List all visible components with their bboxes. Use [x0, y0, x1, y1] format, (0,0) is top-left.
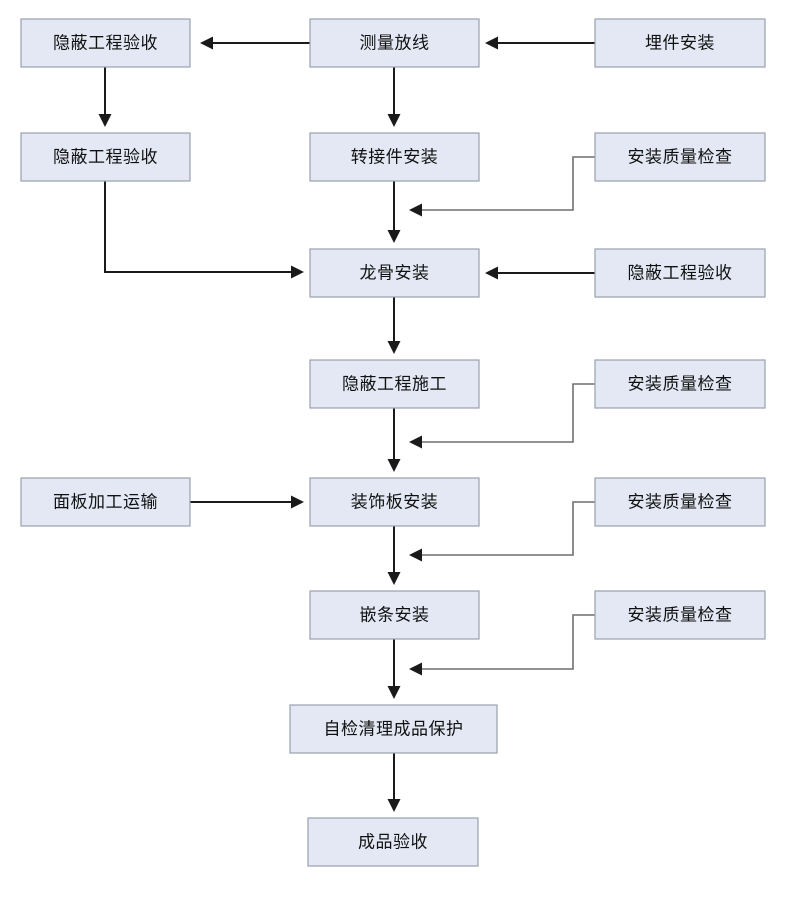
arrow-head-icon: [387, 799, 401, 812]
flow-node-box[interactable]: [594, 132, 766, 182]
flow-node[interactable]: 隐蔽工程验收: [20, 132, 191, 182]
arrow-head-icon: [485, 36, 498, 50]
arrow-head-icon: [387, 459, 401, 472]
flow-node-label: 测量放线: [360, 33, 430, 52]
flow-node-box[interactable]: [309, 18, 480, 68]
flow-edge[interactable]: [200, 36, 310, 50]
flow-edge[interactable]: [190, 495, 304, 509]
flow-edge[interactable]: [485, 36, 595, 50]
flow-edge[interactable]: [409, 501, 595, 562]
flow-node-box[interactable]: [594, 590, 766, 640]
flow-node-box[interactable]: [594, 18, 766, 68]
flow-node[interactable]: 测量放线: [309, 18, 480, 68]
arrow-head-icon: [387, 341, 401, 354]
flow-node[interactable]: 装饰板安装: [309, 477, 480, 527]
arrow-head-icon: [485, 266, 498, 280]
arrow-head-icon: [291, 265, 304, 279]
flow-node[interactable]: 转接件安装: [309, 132, 480, 182]
feedback-connector-line: [420, 501, 595, 556]
arrow-head-icon: [409, 203, 422, 217]
flow-node-label: 隐蔽工程验收: [53, 33, 158, 52]
flow-edge-hitarea[interactable]: [105, 181, 293, 272]
flow-node-label: 安装质量检查: [628, 374, 733, 393]
flow-edge[interactable]: [387, 753, 401, 812]
flow-node-box[interactable]: [309, 248, 480, 298]
flow-node-box[interactable]: [594, 477, 766, 527]
arrow-head-icon: [387, 686, 401, 699]
arrow-head-icon: [409, 548, 422, 562]
flow-node[interactable]: 面板加工运输: [20, 477, 191, 527]
arrow-head-icon: [98, 114, 112, 127]
flow-node-label: 隐蔽工程验收: [53, 147, 158, 166]
flow-node-box[interactable]: [20, 18, 191, 68]
feedback-connector-line: [420, 156, 595, 211]
arrow-head-icon: [387, 572, 401, 585]
flow-edge[interactable]: [387, 639, 401, 699]
flow-node-box[interactable]: [289, 704, 498, 754]
flow-node-box[interactable]: [309, 477, 480, 527]
flow-node-box[interactable]: [20, 132, 191, 182]
arrow-head-icon: [387, 114, 401, 127]
flow-node-box[interactable]: [594, 248, 766, 298]
flow-node-box[interactable]: [20, 477, 191, 527]
flow-node[interactable]: 安装质量检查: [594, 477, 766, 527]
flow-node-label: 龙骨安装: [360, 263, 430, 282]
flow-edge[interactable]: [387, 526, 401, 585]
flow-node[interactable]: 隐蔽工程施工: [309, 359, 480, 409]
flow-edge[interactable]: [387, 67, 401, 127]
arrow-head-icon: [387, 230, 401, 243]
flow-node[interactable]: 成品验收: [307, 817, 479, 867]
flow-edge[interactable]: [409, 156, 595, 217]
flow-node[interactable]: 隐蔽工程验收: [594, 248, 766, 298]
flow-node-label: 装饰板安装: [351, 492, 439, 511]
flow-node-label: 面板加工运输: [53, 492, 158, 511]
flow-node-box[interactable]: [309, 590, 480, 640]
flow-edge[interactable]: [409, 383, 595, 449]
flow-node-label: 安装质量检查: [628, 147, 733, 166]
feedback-connector-line: [420, 383, 595, 443]
arrow-head-icon: [200, 36, 213, 50]
flow-node-box[interactable]: [309, 359, 480, 409]
flow-edge[interactable]: [387, 297, 401, 354]
flow-node-label: 安装质量检查: [628, 605, 733, 624]
flow-node-box[interactable]: [307, 817, 479, 867]
flow-edge[interactable]: [485, 266, 595, 280]
flow-node[interactable]: 安装质量检查: [594, 590, 766, 640]
arrow-head-icon: [409, 435, 422, 449]
flow-node-label: 隐蔽工程验收: [628, 263, 733, 282]
flow-node-box[interactable]: [594, 359, 766, 409]
flow-edge[interactable]: [98, 67, 112, 127]
feedback-connector-line: [420, 614, 595, 670]
flow-edge[interactable]: [409, 614, 595, 676]
node-layer: 隐蔽工程验收测量放线埋件安装隐蔽工程验收转接件安装安装质量检查龙骨安装隐蔽工程验…: [20, 18, 766, 867]
flow-node-label: 安装质量检查: [628, 492, 733, 511]
flow-node-label: 转接件安装: [351, 147, 439, 166]
arrow-head-icon: [409, 662, 422, 676]
flow-node[interactable]: 安装质量检查: [594, 132, 766, 182]
edge-layer: [98, 36, 595, 812]
flow-node-label: 隐蔽工程施工: [342, 374, 447, 393]
flow-node-box[interactable]: [309, 132, 480, 182]
flow-node[interactable]: 龙骨安装: [309, 248, 480, 298]
flow-edge[interactable]: [387, 408, 401, 472]
flow-node-label: 自检清理成品保护: [324, 719, 464, 738]
flow-node[interactable]: 安装质量检查: [594, 359, 766, 409]
flow-node-label: 埋件安装: [645, 33, 715, 52]
flow-node[interactable]: 隐蔽工程验收: [20, 18, 191, 68]
flow-node[interactable]: 自检清理成品保护: [289, 704, 498, 754]
flow-edge[interactable]: [104, 181, 304, 279]
flow-node-label: 成品验收: [358, 832, 428, 851]
flow-edge[interactable]: [387, 181, 401, 243]
arrow-head-icon: [291, 495, 304, 509]
flow-connector-line: [104, 181, 293, 273]
flow-node[interactable]: 嵌条安装: [309, 590, 480, 640]
flow-node[interactable]: 埋件安装: [594, 18, 766, 68]
flow-node-label: 嵌条安装: [360, 605, 430, 624]
